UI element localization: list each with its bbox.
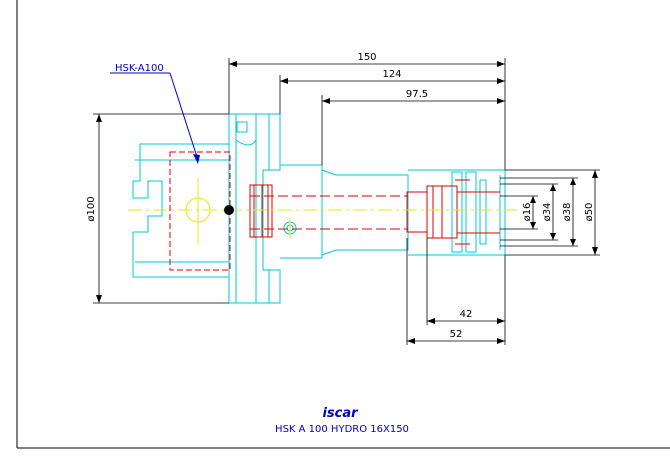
drive-hole [185, 197, 211, 223]
callout-label: HSK-A100 [115, 63, 164, 74]
arrowheads [96, 61, 598, 344]
drawing-border [16, 0, 670, 449]
logo: iscar [322, 406, 359, 421]
dim-diameter-50: ø50 [584, 203, 595, 222]
reference-point [224, 205, 234, 215]
part-title: HSK A 100 HYDRO 16X150 [275, 424, 409, 435]
dim-flange-diameter: ø100 [86, 196, 97, 221]
dim-length-124: 124 [382, 69, 401, 80]
logo-text: iscar [322, 406, 359, 421]
dim-length-97-5: 97.5 [406, 89, 428, 100]
dim-overall-length: 150 [357, 52, 376, 63]
dim-length-52: 52 [450, 329, 463, 340]
dim-diameter-34: ø34 [542, 203, 553, 222]
dim-diameter-16: ø16 [522, 203, 533, 222]
callout-arrowhead [193, 154, 200, 164]
hsk-callout [110, 72, 199, 161]
dim-diameter-38: ø38 [562, 203, 573, 222]
dimension-lines [93, 58, 600, 345]
tool-outline [132, 113, 506, 304]
center-lines [128, 178, 520, 244]
dim-length-42: 42 [460, 309, 473, 320]
